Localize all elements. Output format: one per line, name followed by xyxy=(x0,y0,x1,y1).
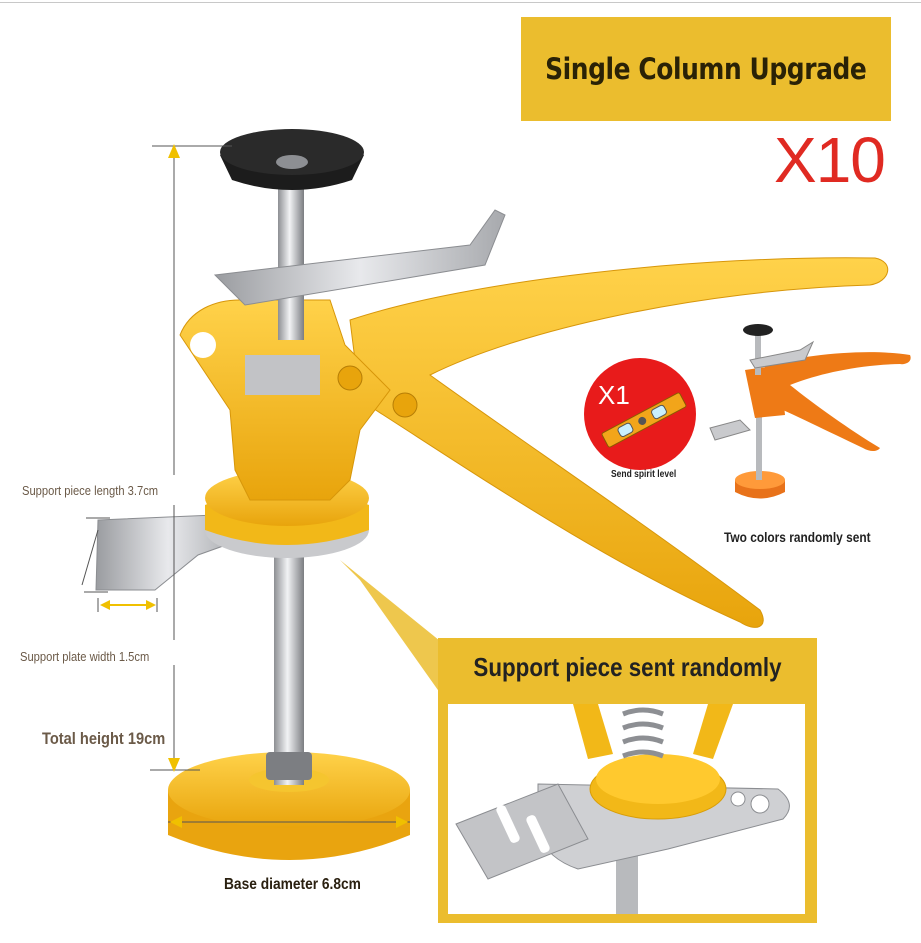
arrow-heads xyxy=(100,144,408,828)
banner-text: Single Column Upgrade xyxy=(545,52,867,86)
bonus-quantity: X1 xyxy=(598,380,630,410)
upper-stem xyxy=(278,170,304,340)
adjust-knob xyxy=(220,129,364,190)
variant-caption: Two colors randomly sent xyxy=(724,529,871,545)
total-height-label: Total height 19cm xyxy=(42,729,166,748)
dimension-lines xyxy=(81,145,410,823)
upgrade-banner: Single Column Upgrade xyxy=(521,17,891,121)
top-plate xyxy=(213,209,506,306)
callout-pointer xyxy=(340,560,445,700)
support-piece-closeup xyxy=(455,704,790,914)
base-disc xyxy=(168,752,410,860)
bonus-caption: Send spirit level xyxy=(611,469,677,480)
lower-stem xyxy=(274,540,304,785)
quantity-label: X10 xyxy=(774,124,886,196)
support-piece-length-label: Support piece length 3.7cm xyxy=(22,483,159,498)
hang-hole xyxy=(190,332,216,358)
callout-title: Support piece sent randomly xyxy=(473,652,782,682)
top-divider xyxy=(0,2,921,3)
support-plate-width-label: Support plate width 1.5cm xyxy=(20,649,150,664)
callout-detail-image xyxy=(448,704,805,914)
spirit-level-icon xyxy=(601,392,687,448)
base-nut xyxy=(266,752,312,780)
handle xyxy=(349,257,888,628)
base-diameter-label: Base diameter 6.8cm xyxy=(224,876,361,893)
orange-variant-illustration xyxy=(709,324,911,499)
